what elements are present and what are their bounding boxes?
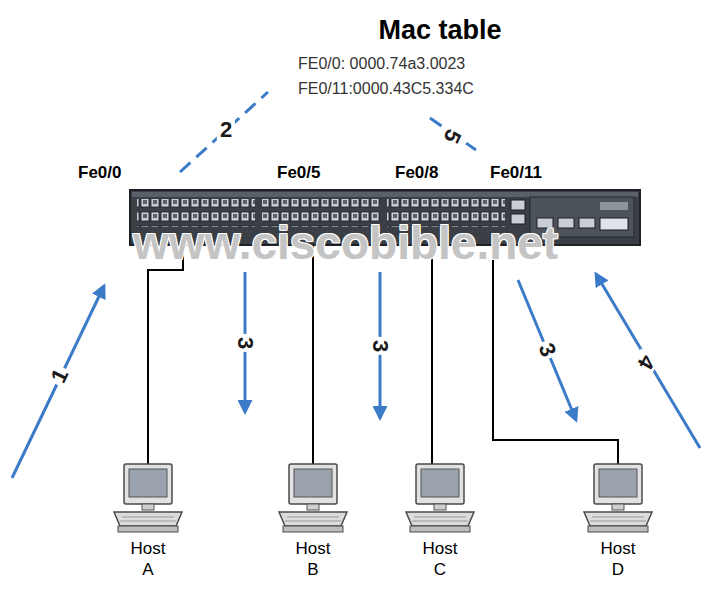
host-computers [114,464,652,532]
computer-icon [279,464,347,532]
callout-number: 1 [46,363,74,389]
port-label: Fe0/8 [395,163,438,183]
port-label: Fe0/11 [490,163,542,183]
ethernet-cable [148,245,183,464]
callout-number: 2 [217,119,235,141]
callout-number: 3 [533,337,560,362]
computer-icon [114,464,182,532]
host-label: Host A [126,538,170,580]
computer-icon [406,464,474,532]
computer-icon [584,464,652,532]
mac-entry: FE0/11:0000.43C5.334C [298,80,474,98]
ethernet-cable [431,245,433,464]
step-arrows [12,92,700,478]
callout-number: 3 [369,337,391,355]
watermark: www.ciscobible.net [133,216,558,270]
host-node: Host A [108,464,188,580]
host-label: Host D [596,538,640,580]
host-node: Host C [400,464,480,580]
host-label: Host B [291,538,335,580]
port-label: Fe0/5 [277,163,320,183]
mac-entry: FE0/0: 0000.74a3.0023 [298,55,465,73]
callout-number: 3 [234,334,256,352]
port-label: Fe0/0 [78,163,121,183]
ethernet-cable [312,245,314,464]
table-heading: Mac table [378,15,501,46]
host-node: Host B [273,464,353,580]
callout-number: 5 [438,123,466,149]
host-label: Host C [418,538,462,580]
host-node: Host D [578,464,658,580]
